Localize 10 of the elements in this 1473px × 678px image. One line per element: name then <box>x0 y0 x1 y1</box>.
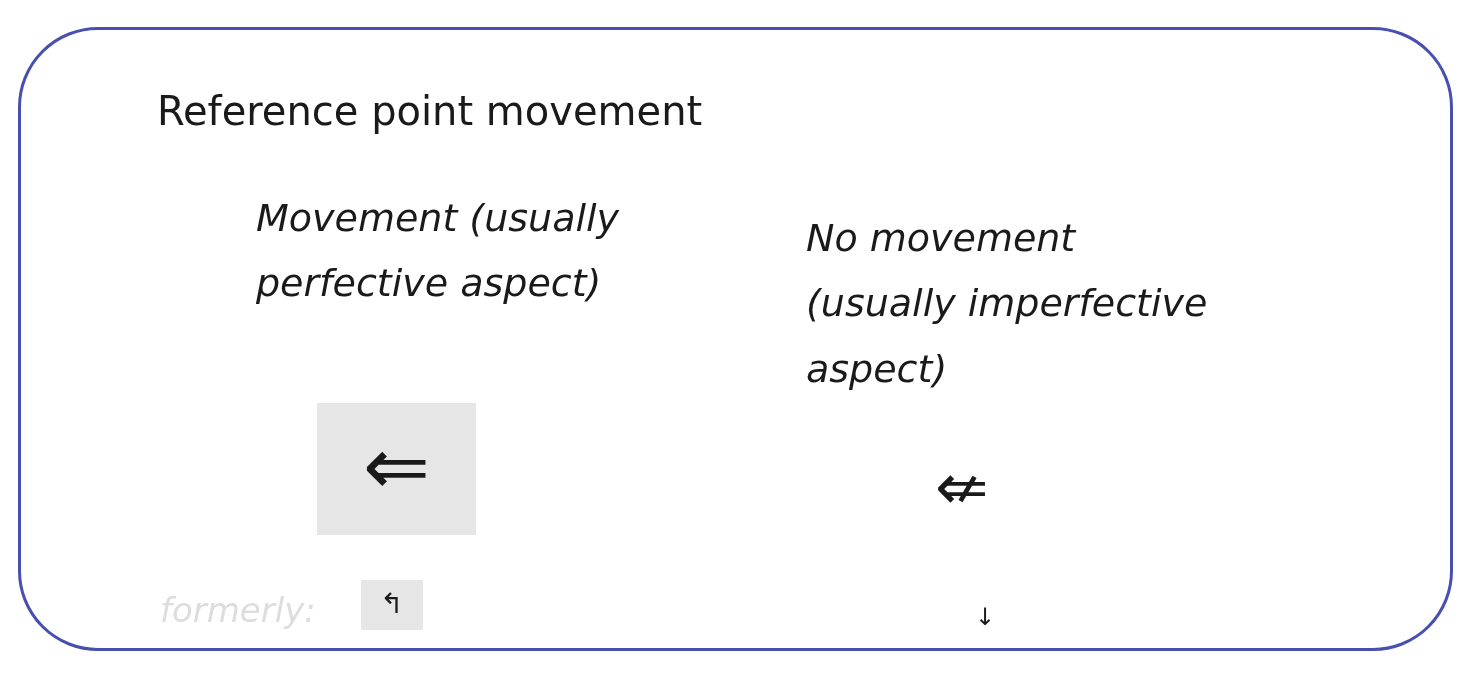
rounded-panel <box>18 27 1453 651</box>
arrow-symbol: ⇐ <box>362 419 431 515</box>
column-heading: Movement (usually perfective aspect) <box>256 195 621 308</box>
arrow-symbol: ↓ <box>975 602 997 633</box>
symbol-box <box>317 403 476 535</box>
column-heading: No movement (usually imperfective aspect) <box>806 215 1209 393</box>
symbol-box <box>361 580 423 630</box>
arrow-symbol: ⇍ <box>935 449 990 526</box>
panel-title: Reference point movement <box>157 88 703 134</box>
arrow-symbol: ↰ <box>379 586 405 622</box>
